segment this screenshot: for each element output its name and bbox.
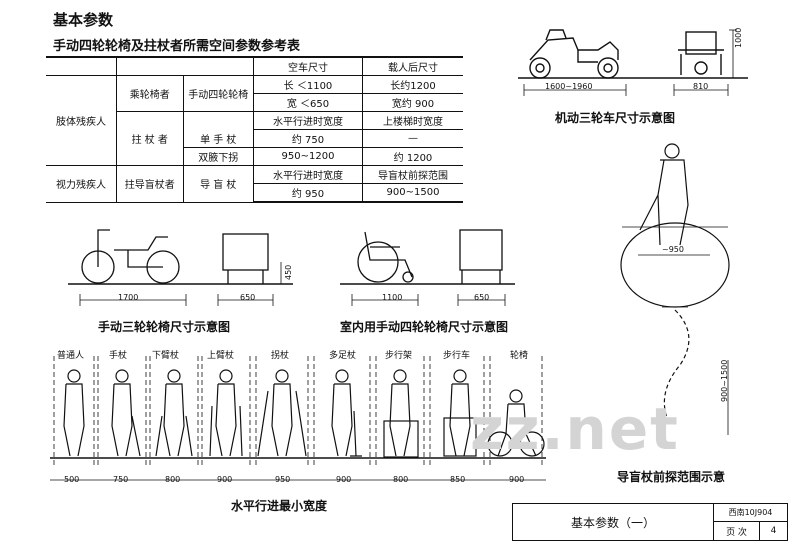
blind-caption: 导盲杖前探范围示意: [617, 470, 726, 484]
table-cell: [183, 111, 254, 130]
indoor-wheelchair-drawing: [340, 229, 515, 306]
manual-tricycle-drawing: [68, 229, 293, 306]
width-value: 850: [450, 475, 466, 484]
width-value: 750: [113, 475, 129, 484]
manual3-width-dim: 650: [240, 293, 256, 302]
drawing-name: 基本参数（一）: [513, 504, 714, 540]
width-label-wheelchair: 轮椅: [510, 351, 529, 361]
manual3-height-dim: 450: [284, 264, 293, 280]
blind-cane-drawing: [620, 143, 730, 435]
page-label: 页 次: [714, 522, 760, 540]
table-cell: 约 750: [253, 129, 363, 148]
figure-person: [443, 369, 477, 457]
table-cell: 水平行进时宽度: [253, 165, 363, 184]
title-block: 基本参数（一） 西南10J904 页 次 4: [512, 503, 788, 541]
table-cell: 导盲杖前探范围: [362, 165, 463, 184]
width-label-multi-foot-cane: 多足杖: [329, 351, 357, 361]
table-cell: 950~1200: [253, 147, 363, 166]
widths-caption: 水平行进最小宽度: [231, 499, 328, 513]
width-value: 900: [217, 475, 233, 484]
row-group-crutch: 拄 杖 者: [116, 111, 184, 166]
table-cell: 约 950: [253, 183, 363, 203]
table-cell: 宽 ＜650: [253, 93, 363, 112]
figure-person: [383, 369, 419, 458]
widths-figures: [50, 356, 546, 481]
row-type-single-cane: 单 手 杖: [183, 129, 254, 148]
table-cell: 水平行进时宽度: [253, 111, 363, 130]
row-group-wheelchair: 乘轮椅者: [116, 75, 184, 112]
width-label-upper-arm-crutch: 上臂杖: [207, 351, 235, 361]
motor-height-dim: 1000: [734, 27, 743, 48]
table-corner: [116, 56, 183, 76]
table-cell: 上楼梯时宽度: [362, 111, 463, 130]
width-label-walker: 普通人: [57, 351, 85, 361]
blind-range-dim: 900~1500: [720, 359, 729, 402]
width-value: 800: [393, 475, 409, 484]
parameter-table: 空车尺寸 载人后尺寸 肢体残疾人 乘轮椅者 手动四轮轮椅 长 ＜1100 长约1…: [46, 56, 463, 203]
motor-width-dim: 810: [693, 82, 709, 91]
table-title: 手动四轮轮椅及拄杖者所需空间参数参考表: [53, 39, 301, 54]
col-header-loaded: 载人后尺寸: [362, 56, 463, 76]
motor-caption: 机动三轮车尺寸示意图: [555, 111, 676, 125]
width-label-rollator: 步行车: [443, 351, 471, 361]
group-visual: 视力残疾人: [46, 165, 117, 203]
figure-person: [111, 369, 141, 457]
figure-person: [155, 369, 193, 457]
table-cell: 约 1200: [362, 147, 463, 166]
watermark: zz.net: [470, 395, 680, 463]
width-label-cane: 手杖: [109, 351, 128, 361]
indoor-width-dim: 650: [474, 293, 490, 302]
col-header-empty: 空车尺寸: [253, 56, 363, 76]
table-cell: 900~1500: [362, 183, 463, 203]
width-value: 900: [336, 475, 352, 484]
figure-person: [331, 369, 362, 457]
row-type-double-crutch: 双腋下拐: [183, 147, 254, 166]
motor-tricycle-drawing: [518, 29, 748, 96]
table-corner: [46, 56, 117, 76]
manual3-length-dim: 1700: [118, 293, 139, 302]
row-type-wheelchair: 手动四轮轮椅: [183, 75, 254, 112]
width-label-crutch: 拐杖: [271, 351, 290, 361]
table-cell: 宽约 900: [362, 93, 463, 112]
indoor-caption: 室内用手动四轮轮椅尺寸示意图: [340, 320, 509, 334]
width-value: 800: [165, 475, 181, 484]
drawing-code: 西南10J904: [714, 504, 787, 522]
width-value: 950: [275, 475, 291, 484]
figure-person: [257, 369, 307, 457]
row-group-blind: 拄导盲杖者: [116, 165, 184, 203]
width-value: 900: [509, 475, 525, 484]
table-cell: 长 ＜1100: [253, 75, 363, 94]
manual3-caption: 手动三轮轮椅尺寸示意图: [98, 320, 231, 334]
section-title: 基本参数: [53, 11, 114, 29]
figure-person: [209, 369, 243, 457]
group-physical: 肢体残疾人: [46, 75, 117, 166]
table-corner: [183, 56, 254, 76]
table-cell: 长约1200: [362, 75, 463, 94]
page-number: 4: [770, 526, 777, 536]
width-label-walking-frame: 步行架: [385, 351, 413, 361]
blind-width-dim: ~950: [662, 245, 684, 254]
figure-person: [487, 389, 545, 457]
table-cell: —: [362, 129, 463, 148]
width-value: 500: [64, 475, 80, 484]
motor-length-dim: 1600~1960: [545, 82, 593, 91]
row-type-blind-cane: 导 盲 杖: [183, 165, 254, 203]
indoor-length-dim: 1100: [382, 293, 403, 302]
figure-person: [63, 369, 85, 457]
width-label-forearm-crutch: 下臂杖: [152, 351, 180, 361]
